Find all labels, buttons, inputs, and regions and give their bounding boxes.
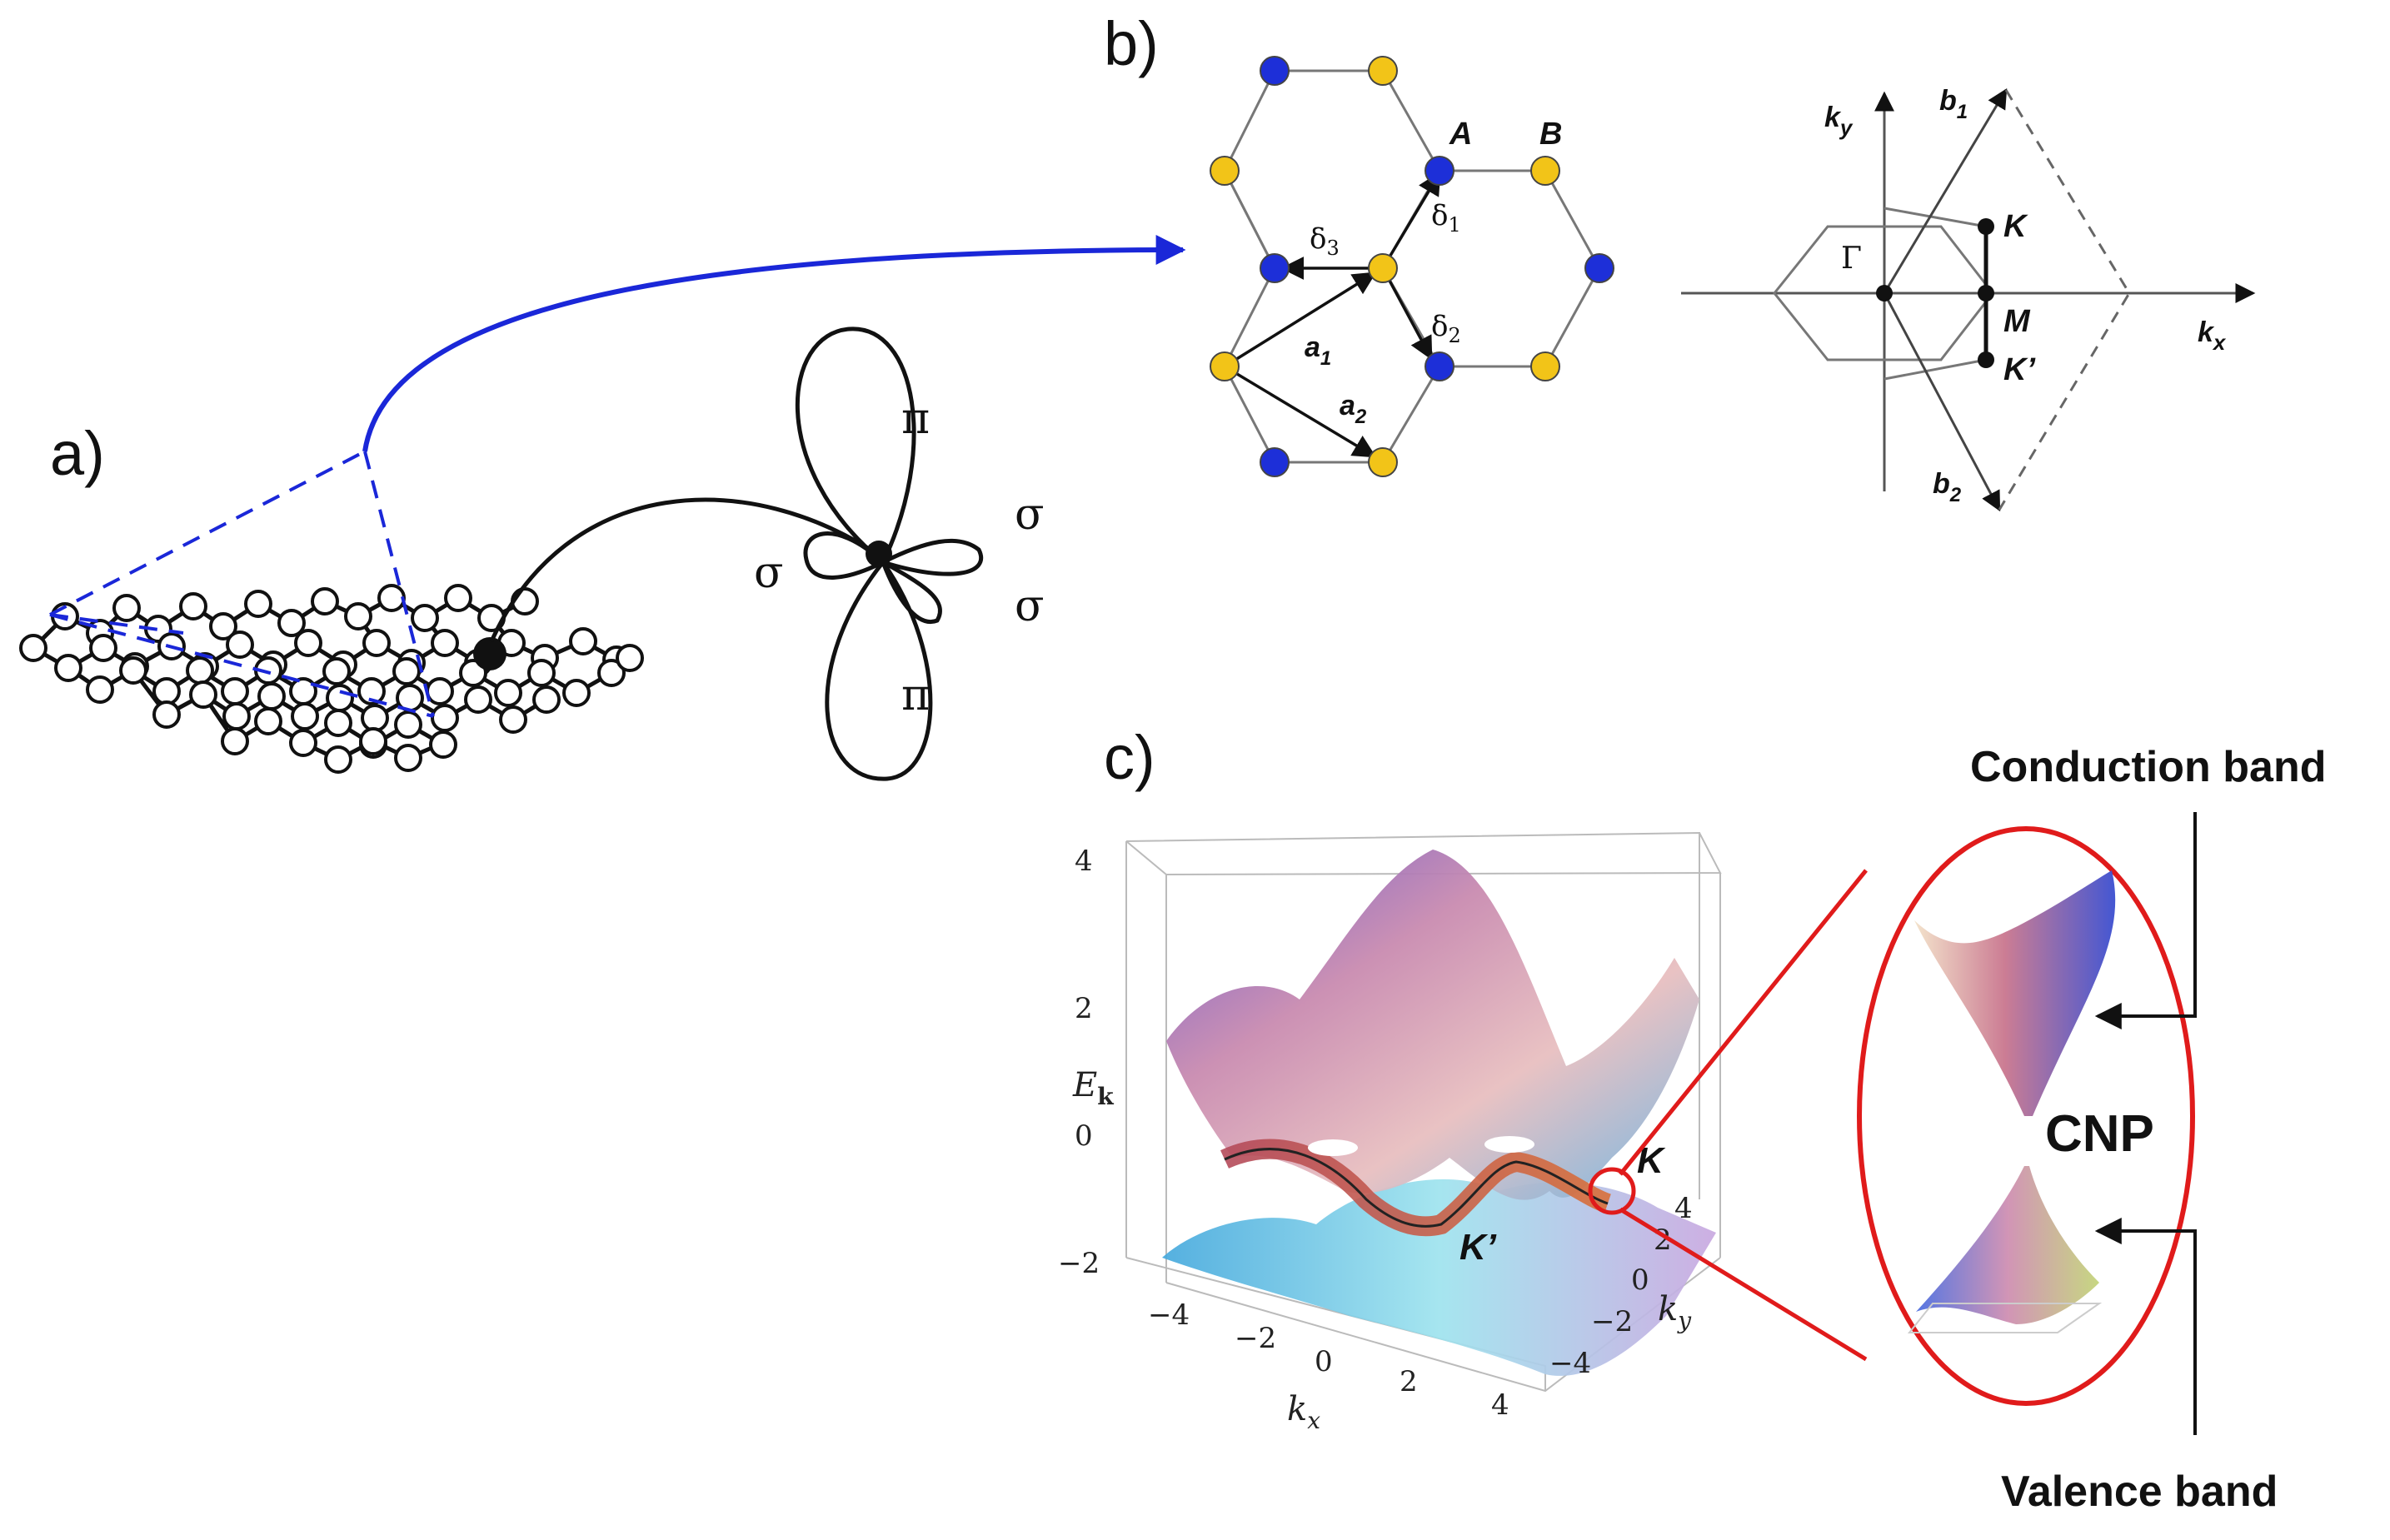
y-tick-neg4: −4 (1549, 1347, 1591, 1380)
gamma-point-label: Γ (1841, 242, 1862, 276)
x-tick-0: 0 (1315, 1345, 1333, 1378)
conduction-cone (1914, 870, 2116, 1116)
orbital-diagram (795, 326, 983, 781)
highlighted-carbon-atom (473, 637, 506, 670)
pi-bottom-label: π (901, 670, 930, 720)
brillouin-zone: Γ K M K’ ky kx b1 b2 (1681, 85, 2256, 512)
x-tick-neg4: −4 (1148, 1298, 1190, 1332)
k-valley-highlight (1588, 1167, 1636, 1215)
lower-band-surface (1162, 1179, 1716, 1376)
kprime-point-label: K’ (2003, 352, 2035, 387)
conduction-pointer (2094, 812, 2197, 1029)
valence-pointer (2094, 1218, 2197, 1435)
b2-label: b2 (1933, 468, 1962, 506)
orbital-center-atom (866, 541, 892, 567)
panel-c-label: c) (1104, 723, 1155, 792)
dirac-cone-inset: CNP Conduction band Valence band (1619, 743, 2326, 1516)
zoom-cone-dashes (49, 450, 435, 718)
panel-b: b) (1104, 9, 2256, 512)
z-tick-2: 2 (1075, 992, 1093, 1025)
z-tick-neg2: −2 (1058, 1247, 1100, 1280)
pi-top-label: π (901, 394, 930, 444)
m-point-label: M (2003, 304, 2031, 339)
k-point-label: K (2003, 209, 2028, 244)
zoom-lines (1619, 869, 1868, 1362)
upper-band-surface (1166, 850, 1699, 1200)
a1-label: a1 (1305, 331, 1331, 370)
zoom-arrow (362, 235, 1186, 452)
x-tick-2: 2 (1400, 1365, 1418, 1398)
y-tick-neg2: −2 (1591, 1305, 1633, 1338)
x-tick-neg2: −2 (1235, 1322, 1276, 1355)
valence-band-label: Valence band (2001, 1468, 2278, 1516)
x-tick-4: 4 (1491, 1388, 1509, 1422)
panel-c: c) 4 2 0 −2 Ek −4 −2 0 2 4 (1058, 723, 2326, 1516)
site-a-label: A (1449, 117, 1472, 152)
y-tick-0: 0 (1631, 1263, 1649, 1297)
sigma-lower-right-label: σ (1015, 581, 1045, 631)
conduction-band-label: Conduction band (1970, 743, 2326, 791)
y-axis-label: ky (1658, 1290, 1692, 1334)
sigma-left-label: σ (754, 548, 784, 598)
panel-b-label: b) (1104, 9, 1159, 78)
kx-axis-label: kx (2198, 316, 2227, 355)
b1-label: b1 (1939, 85, 1968, 123)
graphene-atoms (19, 584, 644, 774)
z-tick-4: 4 (1075, 845, 1093, 878)
x-axis-label: kx (1287, 1390, 1320, 1434)
ky-axis-label: ky (1824, 102, 1854, 140)
delta2-label: δ2 (1431, 310, 1461, 347)
z-tick-0: 0 (1075, 1119, 1093, 1153)
site-b-label: B (1539, 117, 1562, 152)
valence-cone (1916, 1166, 2099, 1324)
panel-a: a) (19, 235, 1186, 781)
sigma-upper-right-label: σ (1015, 490, 1045, 540)
orbital-connector (489, 497, 885, 643)
cnp-label: CNP (2045, 1105, 2154, 1163)
y-tick-4: 4 (1674, 1192, 1693, 1225)
z-axis-label: Ek (1072, 1066, 1114, 1110)
band-structure-3d-plot: 4 2 0 −2 Ek −4 −2 0 2 4 kx 4 2 0 −2 −4 k… (1058, 831, 1722, 1434)
delta1-label: δ1 (1431, 199, 1461, 237)
delta3-label: δ3 (1310, 222, 1340, 260)
kprime-valley-label: K’ (1459, 1227, 1497, 1268)
panel-a-label: a) (50, 419, 105, 488)
a2-label: a2 (1340, 390, 1367, 428)
real-space-lattice: A B a1 a2 δ1 δ2 δ3 (1210, 56, 1614, 477)
